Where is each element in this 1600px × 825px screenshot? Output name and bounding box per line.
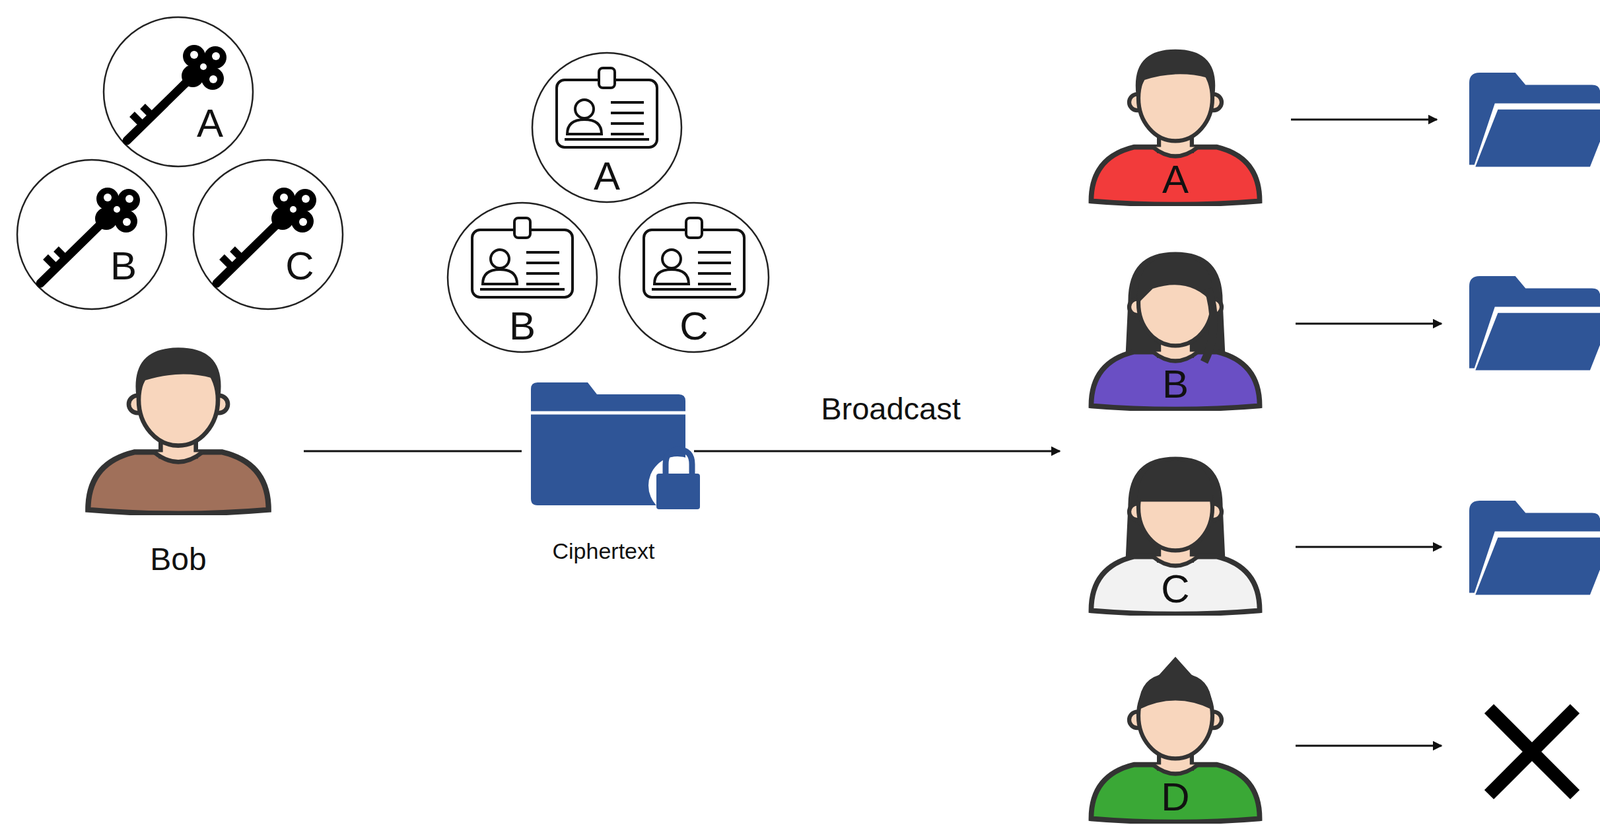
decrypted-folder [1469,276,1600,371]
key-circle: A [101,15,255,169]
key-circle [101,15,255,169]
sender-person: Bob [79,330,278,588]
receiver-person: A [1082,33,1268,207]
connector [303,450,522,453]
party-letter: A [593,156,621,197]
party-letter: B [110,246,137,286]
party-letter: C [1160,569,1190,609]
receiver-person: C [1082,442,1268,616]
decrypted-folder [1469,72,1600,168]
receiver-person: B [1082,237,1268,411]
ciphertext-label: Ciphertext [552,539,656,562]
result-arrows [1290,119,1442,746]
key-circle: B [15,157,169,312]
id-badge-circle: A [530,50,684,205]
id-badge-circle: B [445,200,599,354]
key-circle [191,157,345,312]
sender-name: Bob [149,543,207,576]
edge-label: Broadcast [816,391,965,426]
denied-cross [1489,708,1575,795]
party-letter: A [196,103,224,144]
receiver-person: D [1082,650,1268,824]
party-letter: C [679,306,708,347]
decrypted-folder [1469,500,1600,595]
ciphertext-folder: Ciphertext [521,379,700,572]
broadcast-arrow [694,451,1060,452]
locked-folder-icon [521,379,700,512]
party-letter: B [1162,364,1189,405]
id-badge-circle: C [617,200,771,354]
key-circle: C [191,157,345,312]
person-icon [79,330,278,516]
party-letter: B [509,306,536,347]
party-letter: C [285,246,314,286]
party-letter: A [1162,159,1189,200]
party-letter: D [1160,777,1190,817]
key-circle [15,157,169,312]
